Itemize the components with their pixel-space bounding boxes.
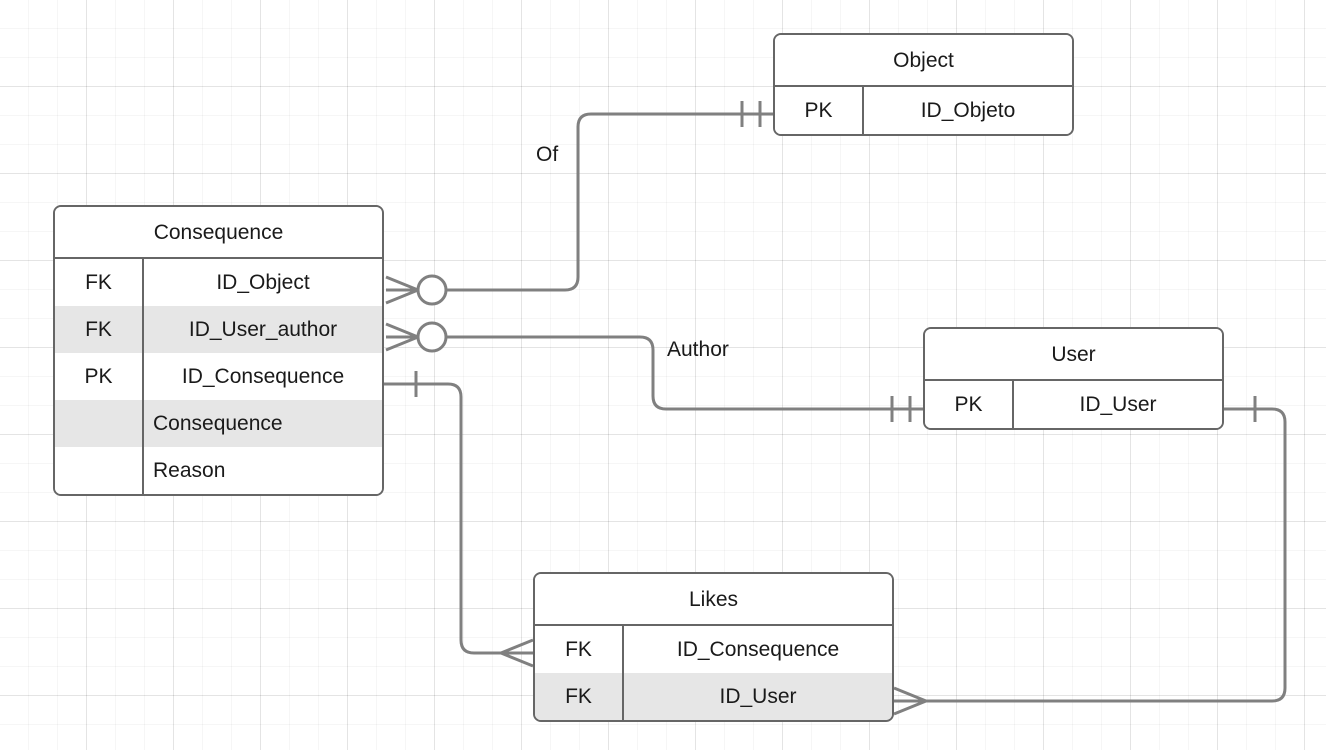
entity-title-likes: Likes	[535, 574, 892, 626]
entity-likes[interactable]: Likes FK ID_Consequence FK ID_User	[533, 572, 894, 722]
attribute-key: PK	[55, 353, 144, 400]
relationship-label-of: Of	[536, 143, 559, 166]
entity-title-object: Object	[775, 35, 1072, 87]
attribute-key: FK	[55, 259, 144, 306]
attribute-row[interactable]: FK ID_User_author	[55, 306, 382, 353]
attribute-name: ID_User	[1079, 393, 1157, 416]
connector-author	[385, 321, 923, 422]
entity-title-consequence: Consequence	[55, 207, 382, 259]
attribute-key: FK	[535, 626, 624, 673]
attribute-key: FK	[55, 306, 144, 353]
attribute-name: ID_Objeto	[920, 99, 1016, 122]
attribute-row[interactable]: FK ID_Object	[55, 259, 382, 306]
attribute-row[interactable]: PK ID_Consequence	[55, 353, 382, 400]
attribute-name: ID_Object	[216, 271, 310, 294]
relationship-label-author: Author	[667, 338, 729, 361]
attribute-key: FK	[535, 673, 624, 720]
attribute-row[interactable]: Reason	[55, 447, 382, 494]
attribute-row[interactable]: FK ID_User	[535, 673, 892, 720]
connector-consequence-likes	[384, 371, 534, 668]
attribute-name: ID_Consequence	[676, 638, 840, 661]
attribute-name: ID_User	[719, 685, 797, 708]
attribute-row[interactable]: PK ID_Objeto	[775, 87, 1072, 134]
entity-object[interactable]: Object PK ID_Objeto	[773, 33, 1074, 136]
attribute-name: ID_Consequence	[181, 365, 345, 388]
attribute-name: ID_User_author	[188, 318, 338, 341]
attribute-row[interactable]: Consequence	[55, 400, 382, 447]
attribute-row[interactable]: FK ID_Consequence	[535, 626, 892, 673]
attribute-key	[55, 400, 144, 447]
attribute-name: Reason	[153, 459, 226, 482]
attribute-key: PK	[775, 87, 864, 134]
connector-of	[385, 101, 773, 306]
attribute-key: PK	[925, 381, 1014, 428]
connector-likes-user	[893, 396, 1287, 716]
attribute-row[interactable]: PK ID_User	[925, 381, 1222, 428]
entity-title-user: User	[925, 329, 1222, 381]
entity-consequence[interactable]: Consequence FK ID_Object FK ID_User_auth…	[53, 205, 384, 496]
attribute-name: Consequence	[153, 412, 283, 435]
attribute-key	[55, 447, 144, 494]
entity-user[interactable]: User PK ID_User	[923, 327, 1224, 430]
